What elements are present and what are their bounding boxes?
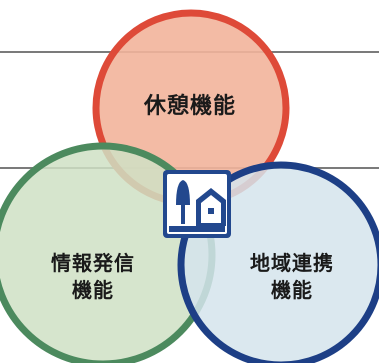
information-function-label-line2: 機能	[72, 278, 114, 302]
regional-cooperation-label-line2: 機能	[271, 278, 313, 302]
rest-function-label-text: 休憩機能	[143, 94, 236, 119]
roadside-station-icon	[163, 170, 231, 238]
information-function-label: 情報発信 機能	[18, 250, 168, 304]
information-function-label-line1: 情報発信	[51, 251, 135, 275]
rest-function-label: 休憩機能	[120, 92, 260, 122]
regional-cooperation-label-line1: 地域連携	[250, 251, 334, 275]
regional-cooperation-label: 地域連携 機能	[222, 250, 362, 304]
